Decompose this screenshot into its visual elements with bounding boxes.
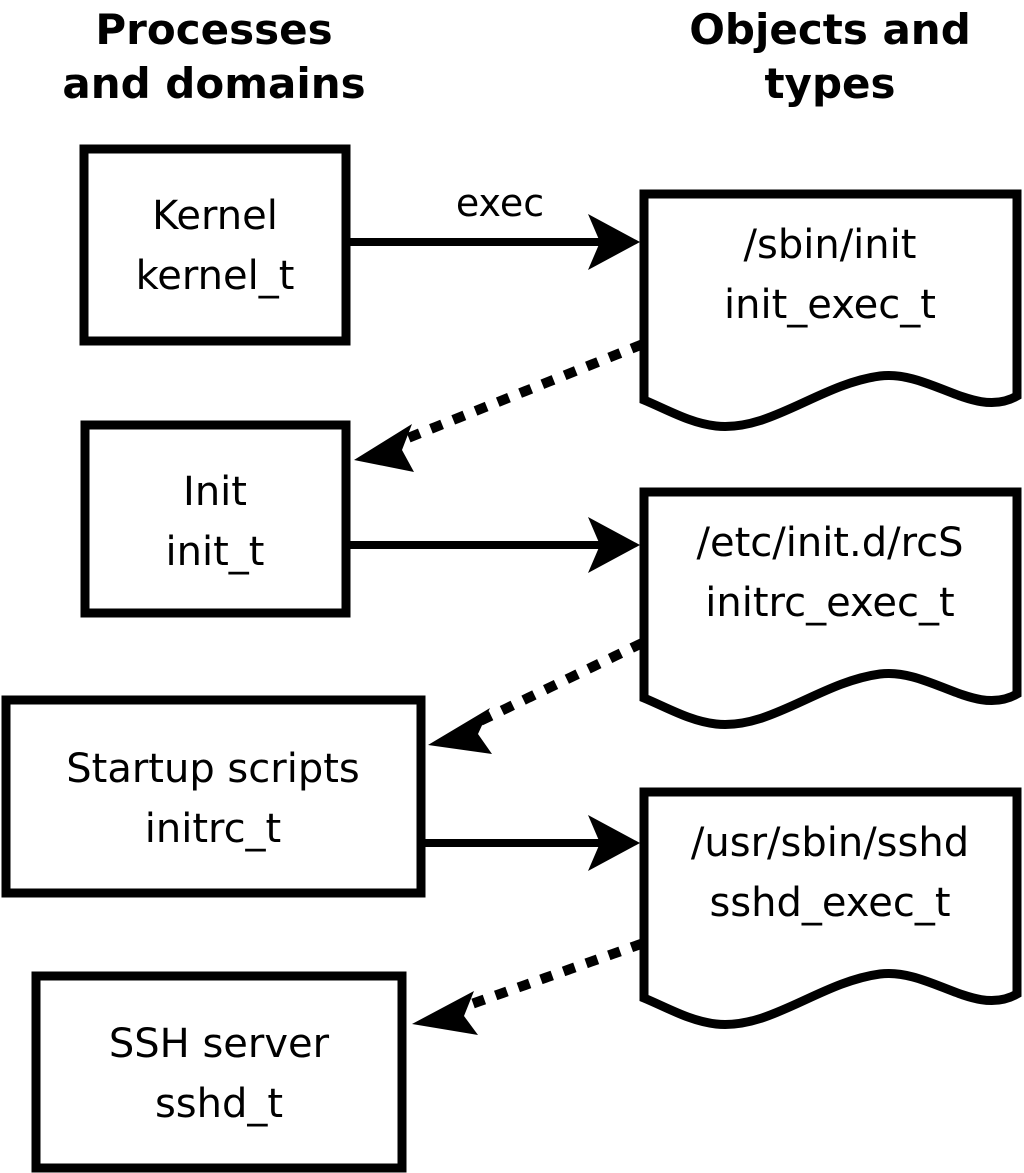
node-domain-name: Kernel [152,193,278,239]
arrow-head [428,708,492,754]
edge-init-exec-transition-init [354,339,645,472]
node-object-path: /usr/sbin/sshd [691,820,969,866]
node-document-shape [639,189,1022,431]
arrow-head [412,991,478,1035]
column-header-objects: Objects and types [689,5,971,108]
column-header-processes-line2: and domains [62,59,365,108]
node-domain-sshd[interactable]: SSH server sshd_t [31,971,407,1173]
node-object-sshd-exec[interactable]: /usr/sbin/sshd sshd_exec_t [639,787,1022,1029]
node-domain-type: init_t [166,529,265,575]
edge-line [469,638,645,730]
column-header-objects-line2: types [764,59,895,108]
node-box [80,420,351,618]
edge-line [459,938,645,1013]
node-object-type: init_exec_t [724,282,936,328]
edge-line [391,339,645,449]
node-domain-name: Startup scripts [66,746,359,792]
edge-initrc-exec-transition-initrc [428,638,645,754]
edge-kernel-exec-init-exec: exec [350,181,640,270]
node-domain-name: Init [183,469,247,515]
edge-sshd-exec-transition-sshd [412,938,645,1035]
edge-init-exec-initrc-exec [350,517,640,573]
node-object-type: sshd_exec_t [709,880,950,926]
arrow-head [588,517,640,573]
node-document-shape [639,487,1022,729]
column-header-objects-line1: Objects and [689,5,971,54]
node-domain-initrc[interactable]: Startup scripts initrc_t [1,695,426,898]
node-document-shape [639,787,1022,1029]
node-object-path: /sbin/init [744,222,917,268]
arrow-head [588,815,640,871]
edge-initrc-exec-sshd-exec [425,815,640,871]
node-object-path: /etc/init.d/rcS [696,520,963,566]
node-domain-type: initrc_t [145,806,282,852]
node-box [31,971,407,1173]
node-domain-type: kernel_t [136,253,295,299]
column-header-processes: Processes and domains [62,5,365,108]
node-object-init-exec[interactable]: /sbin/init init_exec_t [639,189,1022,431]
node-domain-kernel[interactable]: Kernel kernel_t [79,144,351,346]
node-domain-name: SSH server [109,1021,330,1067]
column-header-processes-line1: Processes [95,5,332,54]
node-object-initrc-exec[interactable]: /etc/init.d/rcS initrc_exec_t [639,487,1022,729]
node-box [1,695,426,898]
node-object-type: initrc_exec_t [705,580,954,626]
node-box [79,144,351,346]
arrow-head [588,214,640,270]
node-domain-type: sshd_t [155,1081,283,1127]
node-domain-init[interactable]: Init init_t [80,420,351,618]
edge-label-exec: exec [456,181,544,225]
arrow-head [354,424,414,472]
